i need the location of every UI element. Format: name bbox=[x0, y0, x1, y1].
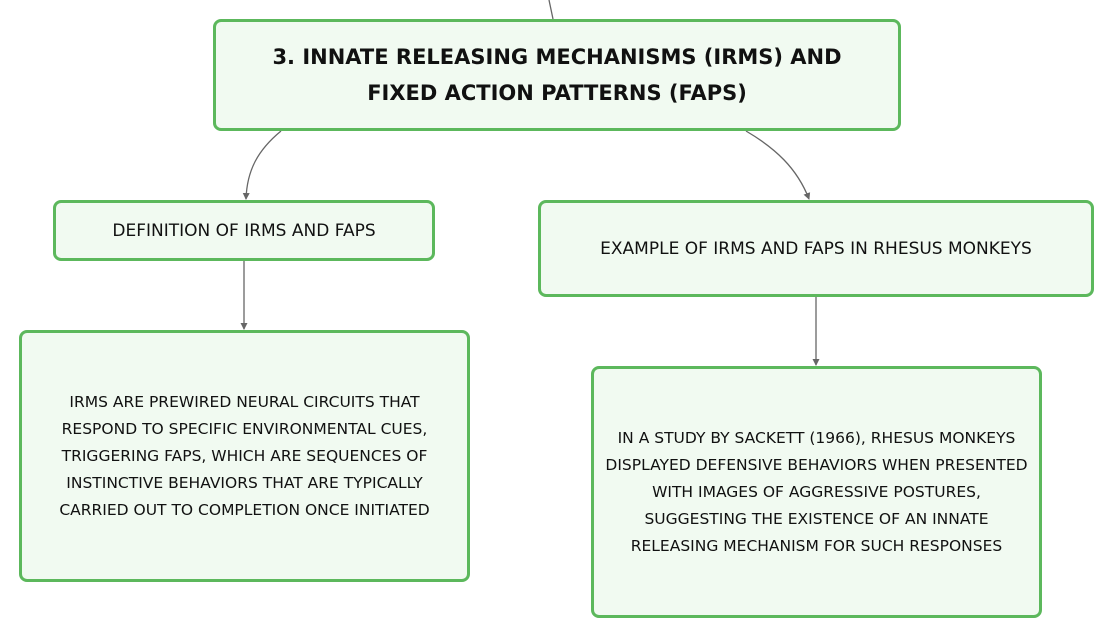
definition-label: DEFINITION OF IRMS AND FAPS bbox=[112, 220, 376, 241]
example-node[interactable]: EXAMPLE OF IRMS AND FAPS IN RHESUS MONKE… bbox=[538, 200, 1094, 297]
example-label: EXAMPLE OF IRMS AND FAPS IN RHESUS MONKE… bbox=[600, 238, 1032, 259]
connector-parent-to-root bbox=[548, 0, 554, 20]
root-topic-label: 3. INNATE RELEASING MECHANISMS (IRMS) AN… bbox=[272, 45, 842, 105]
root-topic-node[interactable]: 3. INNATE RELEASING MECHANISMS (IRMS) AN… bbox=[213, 19, 901, 131]
connector-root-to-example bbox=[745, 130, 811, 200]
connector-root-to-definition bbox=[242, 130, 282, 200]
example-detail-node[interactable]: IN A STUDY BY SACKETT (1966), RHESUS MON… bbox=[591, 366, 1042, 618]
definition-node[interactable]: DEFINITION OF IRMS AND FAPS bbox=[53, 200, 435, 261]
definition-detail-node[interactable]: IRMS ARE PREWIRED NEURAL CIRCUITS THAT R… bbox=[19, 330, 470, 582]
example-detail-text: IN A STUDY BY SACKETT (1966), RHESUS MON… bbox=[605, 428, 1028, 555]
definition-detail-text: IRMS ARE PREWIRED NEURAL CIRCUITS THAT R… bbox=[59, 392, 430, 519]
